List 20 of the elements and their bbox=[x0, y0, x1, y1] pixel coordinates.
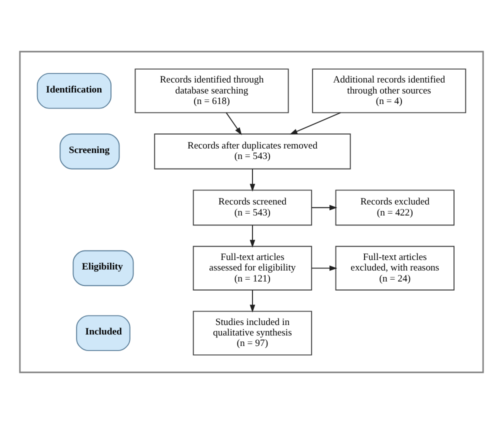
arrow bbox=[311, 204, 338, 210]
node-box: Identification bbox=[36, 72, 112, 108]
node-box: Studies included in qualitative synthesis (n = 97) bbox=[192, 310, 312, 355]
cluster bbox=[19, 50, 484, 373]
arrow bbox=[226, 112, 242, 135]
arrow bbox=[250, 168, 256, 192]
arrow bbox=[250, 224, 256, 248]
arrow bbox=[290, 112, 342, 134]
node-box: Full-text articles assessed for eligibility (n = 121) bbox=[192, 245, 312, 290]
node-box: Additional records identified through other sources (n = 4) bbox=[312, 68, 466, 113]
node-box: Included bbox=[76, 314, 130, 351]
node-box: Eligibility bbox=[72, 250, 134, 286]
node-box: Screening bbox=[60, 133, 120, 169]
arrow bbox=[250, 289, 256, 312]
arrow bbox=[311, 264, 338, 270]
node-box: Records excluded (n = 422) bbox=[335, 189, 454, 226]
node-box: Full-text articles excluded, with reasons (n = 24) bbox=[335, 245, 454, 290]
node-box: Records screened (n = 543) bbox=[192, 189, 312, 226]
node-box: Records identified through database searching (n = 618) bbox=[134, 68, 289, 113]
node-box: Records after duplicates removed (n = 543) bbox=[154, 133, 351, 169]
